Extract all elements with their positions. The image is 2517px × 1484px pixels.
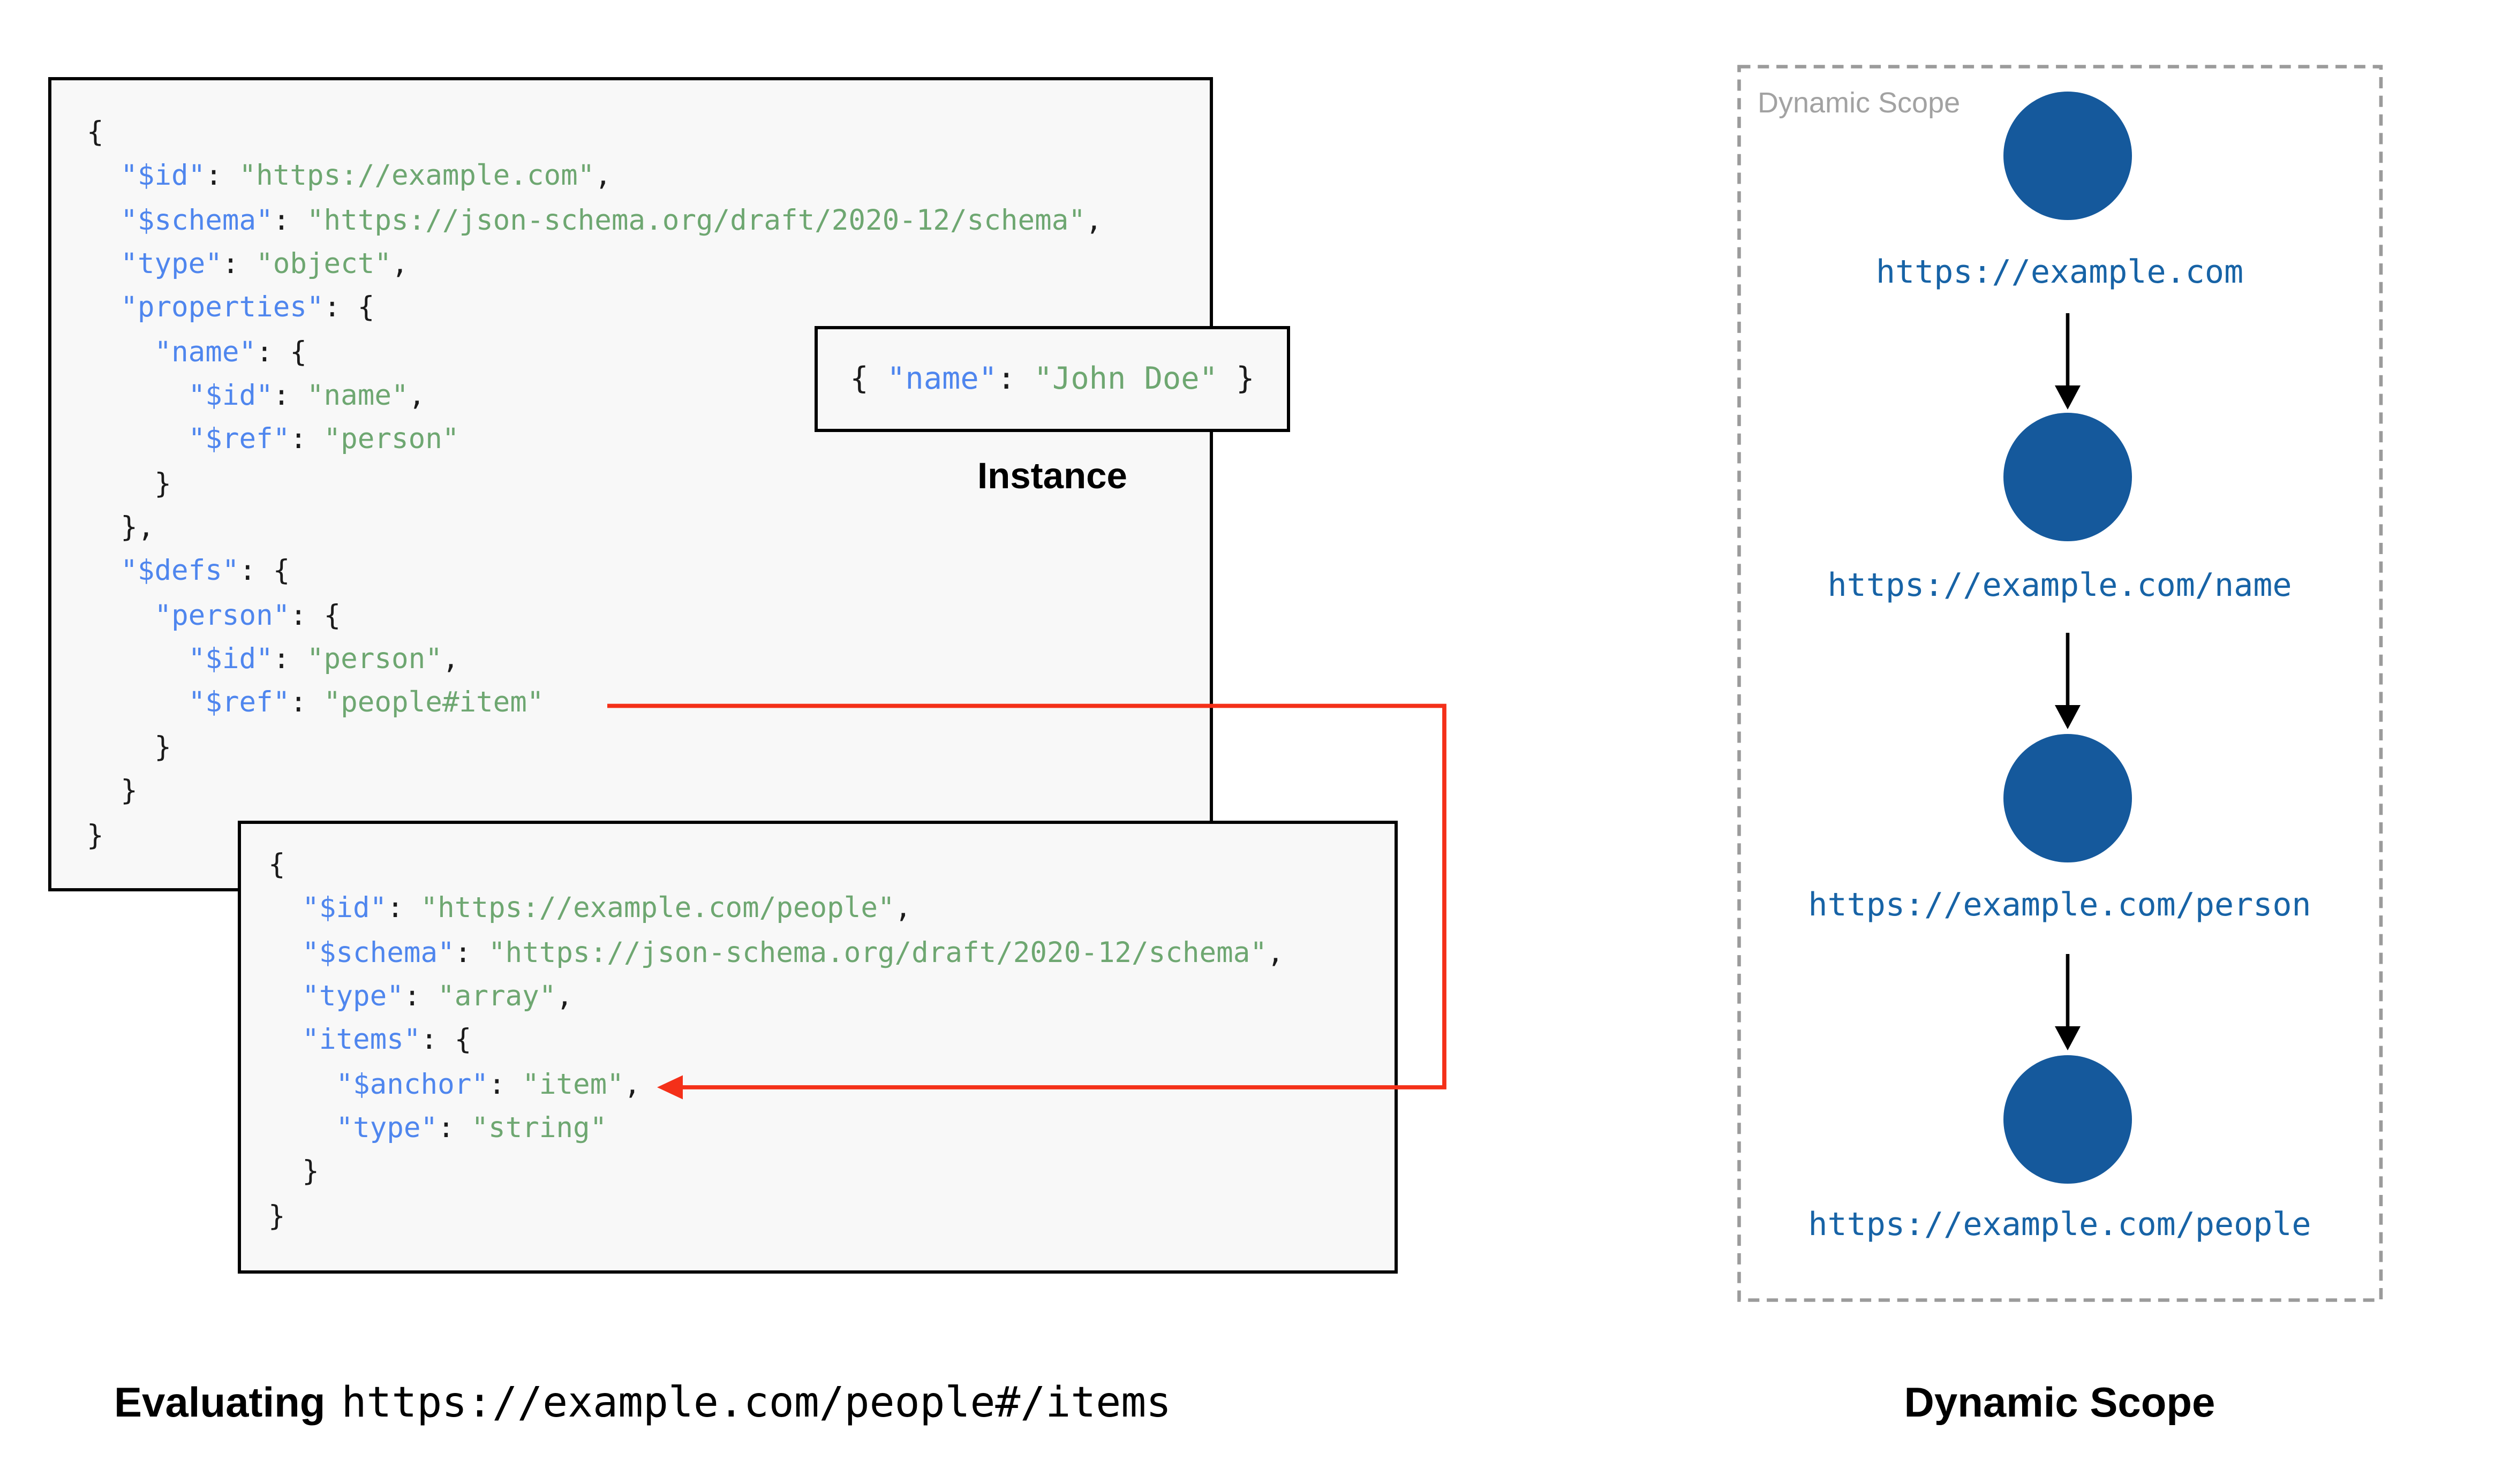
people-schema-code: { "$id": "https://example.com/people", "… [268,850,1284,1233]
scope-node-url: https://example.com/people [1808,1205,2311,1243]
evaluating-caption-bold: Evaluating [114,1378,326,1426]
evaluating-caption-uri: https://example.com/people#/items [341,1380,1172,1428]
dynamic-scope-panel-label: Dynamic Scope [1758,87,1961,119]
scope-node-url: https://example.com/name [1827,565,2292,604]
scope-node-url: https://example.com/person [1808,885,2311,923]
instance-box: { "name": "John Doe" } [815,326,1290,432]
people-schema-box: { "$id": "https://example.com/people", "… [238,821,1398,1274]
dynamic-scope-caption: Dynamic Scope [1904,1378,2215,1426]
dynamic-scope-panel: Dynamic Scope https://example.com https:… [1738,66,2381,1301]
scope-node-circle [2003,1055,2132,1184]
evaluating-caption: Evaluating https://example.com/people#/it… [114,1378,1171,1428]
instance-label: Instance [977,455,1127,496]
instance-code: { "name": "John Doe" } [850,360,1255,396]
scope-node-circle [2003,413,2132,541]
scope-node-circle [2003,734,2132,862]
scope-node-url: https://example.com [1875,252,2244,291]
root-schema-code: { "$id": "https://example.com", "$schema… [87,117,1103,852]
scope-node-circle [2003,92,2132,220]
